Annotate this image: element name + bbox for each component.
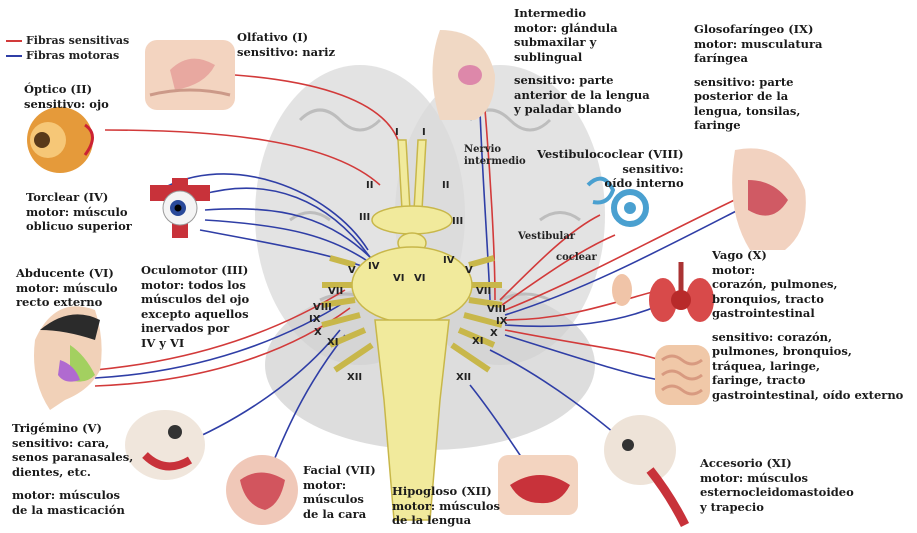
label-optico: Óptico (II) sensitivo: ojo	[24, 82, 109, 111]
roman-VI-left: VI	[393, 273, 404, 284]
label-glosofaringeo-desc-2: sensitivo: parte posterior de la lengua,…	[694, 75, 823, 133]
label-coclear: coclear	[556, 252, 597, 264]
label-hipogloso-desc: motor: músculos de la lengua	[392, 499, 500, 528]
label-troclear-desc: motor: músculo oblicuo superior	[26, 205, 132, 234]
label-abducente: Abducente (VI) motor: músculo recto exte…	[16, 266, 118, 310]
label-glosofaringeo-title: Glosofaríngeo (IX)	[694, 22, 823, 37]
label-glosofaringeo: Glosofaríngeo (IX) motor: musculatura fa…	[694, 22, 823, 133]
label-vago-desc-2: sensitivo: corazón, pulmones, bronquios,…	[712, 330, 903, 403]
roman-XII-left: XII	[347, 372, 362, 383]
intestines-illustration	[655, 345, 710, 405]
roman-II-right: II	[442, 180, 449, 191]
label-nervio-intermedio: Nervio intermedio	[464, 144, 526, 168]
roman-X-right: X	[490, 328, 498, 339]
label-vago: Vago (X) motor: corazón, pulmones, bronq…	[712, 248, 903, 402]
chiasm	[372, 206, 452, 234]
roman-II-left: II	[366, 180, 373, 191]
roman-V-left: V	[348, 265, 356, 276]
label-trigemino-desc-1: sensitivo: cara, senos paranasales, dien…	[12, 436, 133, 480]
label-vestibulococlear-desc: sensitivo: oído interno	[537, 162, 684, 191]
roman-I-right: I	[422, 127, 426, 138]
roman-VIII-right: VIII	[487, 304, 506, 315]
label-facial: Facial (VII) motor: músculos de la cara	[303, 463, 376, 521]
label-hipogloso: Hipogloso (XII) motor: músculos de la le…	[392, 484, 500, 528]
roman-IX-left: IX	[309, 314, 320, 325]
label-trigemino-desc-2: motor: músculos de la masticación	[12, 488, 133, 517]
facial-muscles-illustration	[226, 455, 298, 525]
label-vestibulococlear-title: Vestibulococlear (VIII)	[537, 147, 684, 162]
label-vago-desc-1: motor: corazón, pulmones, bronquios, tra…	[712, 263, 903, 321]
label-accesorio: Accesorio (XI) motor: músculos esternocl…	[700, 456, 854, 514]
label-olfativo-desc: sensitivo: nariz	[237, 45, 335, 60]
roman-IV-left: IV	[368, 261, 379, 272]
label-accesorio-desc: motor: músculos esternocleidomastoideo y…	[700, 471, 854, 515]
label-vestibulococlear: Vestibulococlear (VIII) sensitivo: oído …	[537, 147, 684, 191]
head-profile-illustration	[34, 306, 102, 410]
label-oculomotor-desc: motor: todos los músculos del ojo except…	[141, 278, 249, 351]
label-optico-desc: sensitivo: ojo	[24, 97, 109, 112]
neck-muscles-illustration	[604, 415, 685, 525]
label-hipogloso-title: Hipogloso (XII)	[392, 484, 500, 499]
roman-VI-right: VI	[414, 273, 425, 284]
roman-VII-right: VII	[476, 286, 491, 297]
legend-motor: Fibras motoras	[6, 48, 129, 63]
roman-VIII-left: VIII	[313, 302, 332, 313]
label-olfativo: Olfativo (I) sensitivo: nariz	[237, 30, 335, 59]
throat-illustration	[732, 148, 806, 250]
roman-V-right: V	[465, 265, 473, 276]
label-vestibular: Vestibular	[518, 231, 575, 243]
roman-XII-right: XII	[456, 372, 471, 383]
legend-sensory-swatch	[6, 40, 22, 42]
roman-XI-right: XI	[472, 336, 483, 347]
roman-X-left: X	[314, 327, 322, 338]
label-facial-title: Facial (VII)	[303, 463, 376, 478]
heart-lungs-illustration	[649, 262, 714, 322]
legend: Fibras sensitivas Fibras motoras	[6, 33, 129, 63]
legend-motor-swatch	[6, 55, 22, 57]
label-optico-title: Óptico (II)	[24, 82, 109, 97]
label-oculomotor-title: Oculomotor (III)	[141, 263, 249, 278]
label-troclear: Torclear (IV) motor: músculo oblicuo sup…	[26, 190, 132, 234]
legend-sensory-label: Fibras sensitivas	[26, 33, 129, 48]
external-ear-illustration	[612, 274, 632, 306]
skull-jaw-illustration	[125, 410, 205, 480]
eye-muscles-illustration	[150, 178, 210, 238]
roman-IV-right: IV	[443, 255, 454, 266]
label-intermedio-desc-1: motor: glándula submaxilar y sublingual	[514, 21, 650, 65]
label-abducente-title: Abducente (VI)	[16, 266, 118, 281]
label-accesorio-title: Accesorio (XI)	[700, 456, 854, 471]
label-olfativo-title: Olfativo (I)	[237, 30, 335, 45]
label-abducente-desc: motor: músculo recto externo	[16, 281, 118, 310]
legend-motor-label: Fibras motoras	[26, 48, 119, 63]
label-intermedio-desc-2: sensitivo: parte anterior de la lengua y…	[514, 73, 650, 117]
roman-IX-right: IX	[496, 316, 507, 327]
label-intermedio: Intermedio motor: glándula submaxilar y …	[514, 6, 650, 117]
roman-I-left: I	[395, 127, 399, 138]
roman-III-right: III	[452, 216, 463, 227]
label-vago-title: Vago (X)	[712, 248, 903, 263]
roman-III-left: III	[359, 212, 370, 223]
roman-VII-left: VII	[328, 286, 343, 297]
gland-head-illustration	[433, 30, 496, 120]
label-intermedio-title: Intermedio	[514, 6, 650, 21]
label-trigemino: Trigémino (V) sensitivo: cara, senos par…	[12, 421, 133, 517]
tongue-illustration	[498, 455, 578, 515]
label-glosofaringeo-desc-1: motor: musculatura faríngea	[694, 37, 823, 66]
label-facial-desc: motor: músculos de la cara	[303, 478, 376, 522]
roman-XI-left: XI	[327, 337, 338, 348]
label-trigemino-title: Trigémino (V)	[12, 421, 133, 436]
legend-sensory: Fibras sensitivas	[6, 33, 129, 48]
eye-illustration	[27, 107, 93, 173]
label-oculomotor: Oculomotor (III) motor: todos los múscul…	[141, 263, 249, 350]
label-troclear-title: Torclear (IV)	[26, 190, 132, 205]
nose-illustration	[145, 40, 235, 110]
